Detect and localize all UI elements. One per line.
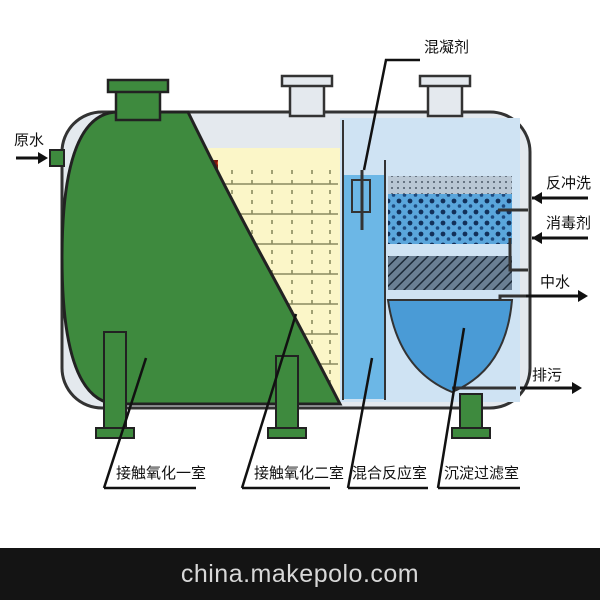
label-middle-water: 中水: [540, 273, 570, 291]
label-chamber3: 混合反应室: [352, 464, 427, 482]
watermark-bar: china.makepolo.com: [0, 548, 600, 600]
label-chamber4: 沉淀过滤室: [444, 464, 519, 482]
watermark-text: china.makepolo.com: [180, 559, 420, 588]
label-disinfectant: 消毒剂: [546, 214, 591, 232]
label-chamber2: 接触氧化二室: [254, 464, 344, 482]
leader-lines: [102, 58, 520, 490]
label-coagulant: 混凝剂: [424, 38, 469, 56]
filter-chamber: [386, 176, 528, 394]
top-manholes: [280, 74, 472, 118]
label-raw-water: 原水: [14, 131, 44, 149]
label-drain: 排污: [532, 366, 562, 384]
diagram-labels: 原水 混凝剂 反冲洗 消毒剂 中水 排污 接触氧化一室 接触氧化二室 混合反应室…: [14, 38, 591, 482]
treatment-tank-diagram: 原水 混凝剂 反冲洗 消毒剂 中水 排污 接触氧化一室 接触氧化二室 混合反应室…: [14, 38, 591, 490]
label-chamber1: 接触氧化一室: [116, 464, 206, 482]
flow-arrows: [16, 152, 588, 394]
tank-legs: [95, 331, 491, 439]
coagulant-pipe: [351, 170, 371, 230]
label-backwash: 反冲洗: [546, 174, 591, 192]
